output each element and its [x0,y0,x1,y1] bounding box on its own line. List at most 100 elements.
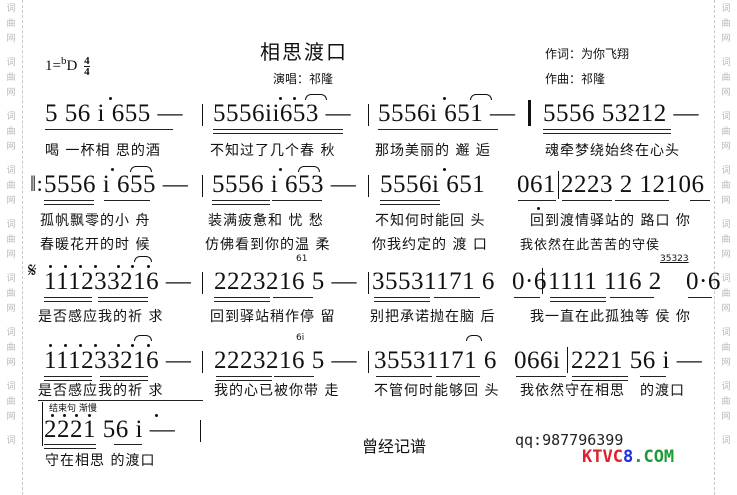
underline [640,376,666,377]
underline [216,380,272,381]
underline [114,444,142,445]
barline [368,175,369,197]
underline [516,376,566,377]
slur [298,166,320,172]
underline [213,133,343,134]
underline [380,204,440,205]
underline [44,200,94,201]
underline [44,444,96,445]
measure-4-notes: 2221 56 i — [571,347,703,374]
underline [213,129,343,130]
singer-credit: 演唱：祁隆 [273,72,334,86]
high-octave-dot [443,97,446,100]
lyric-line: 那场美丽的 邂 逅 [375,143,491,159]
high-octave-dot [111,168,114,171]
underline [518,200,556,201]
underline [100,380,148,381]
slur [466,335,482,341]
underline [550,297,606,298]
lyric-line: 是否感应我的祈 求 [38,383,164,399]
high-octave-dot [49,344,52,347]
high-octave-dot [64,344,67,347]
lyric-line: 魂牵梦绕始终在心头 [545,143,680,159]
lyric-line: 不管何时能够回 头 [374,383,500,399]
slur [134,256,152,262]
high-octave-dot [293,97,296,100]
underline [274,376,314,377]
underline [104,200,150,201]
lyric-line-verse-1: 孤帆飘零的小 舟 [40,213,151,229]
measure-pickup-notes: 066i [514,347,561,374]
qq-contact: qq:987796399 [515,431,624,449]
underline [98,297,148,298]
underline [45,129,173,130]
underline [378,129,498,130]
transcriber-credit: 曾经记谱 [362,437,427,456]
underline [98,301,148,302]
high-octave-dot [147,265,150,268]
barline [368,272,369,294]
high-octave-dot [63,414,66,417]
watermark-column-left: 词曲网 词曲网 词曲网 词曲网 词曲网 词曲网 词曲网 词曲网 词 [0,0,23,495]
measure-4-notes: 5556 53212 — [543,100,699,127]
measure-3-notes: 35531171 6 [374,347,497,374]
high-octave-dot [279,168,282,171]
slur [305,94,327,100]
underline [562,200,612,201]
composer-credit: 作曲：祁隆 [545,72,606,86]
lyric-line: 回到驿站稍作停 留 [210,309,336,325]
underline [615,200,669,201]
lyric-line-verse-1: 不知何时能回 头 [375,213,486,229]
lyric-line: 别把承诺抛在脑 后 [370,309,496,325]
underline [374,297,430,298]
segno-sign: 𝄋 [28,260,38,282]
high-octave-dot [147,344,150,347]
high-octave-dot [109,97,112,100]
underline [572,376,628,377]
lyric-line: 我依然守在相思 [520,383,625,399]
underline [690,200,710,201]
underline [44,301,92,302]
song-title: 相思渡口 [260,40,348,64]
high-octave-dot [64,265,67,268]
lyric-line: 的渡口 [640,383,685,399]
barline-thick [528,100,531,126]
lyricist-credit: 作词：为你飞翔 [545,47,630,61]
underline [543,133,671,134]
high-octave-dot [117,265,120,268]
slur [130,166,152,172]
underline [212,204,270,205]
measure-4-notes: 1111 116 2 [548,268,662,295]
ktvc8-logo: KTVC8.COM [582,447,675,467]
barline [200,420,201,442]
ending-notes: 2221 56 i — [44,416,176,443]
barline [567,347,568,373]
measure-2-notes: 2223216 5 — [214,347,357,374]
high-octave-dot [279,97,282,100]
low-octave-dot [537,207,540,210]
measure-3-notes: 5556i 651 — [378,100,516,127]
lyric-line: 守在相思 的渡口 [45,453,156,469]
measure-1-notes: 111233216 — [44,347,192,374]
underline [688,297,712,298]
measure-pickup-notes: 0·6 [686,268,721,295]
lyric-line-verse-2: 春暖花开的时 候 [40,237,151,253]
slur [134,335,152,341]
underline [44,448,96,449]
high-octave-dot [443,168,446,171]
underline [550,301,606,302]
measure-2-notes: 5556 i 653 — [212,171,357,198]
high-octave-dot [51,414,54,417]
measure-1-notes: 111233216 — [44,268,192,295]
grace-notes: 61 [296,254,308,264]
underline [214,297,270,298]
repeat-start-sign: ‖: [30,171,44,196]
underline [543,129,671,130]
lyric-line: 我的心已被你带 走 [214,383,340,399]
lyric-line-verse-2: 我依然在此苦苦的守侯 [520,238,661,253]
underline [434,297,480,298]
barline [202,104,203,126]
underline [514,297,540,298]
slur [470,94,492,100]
